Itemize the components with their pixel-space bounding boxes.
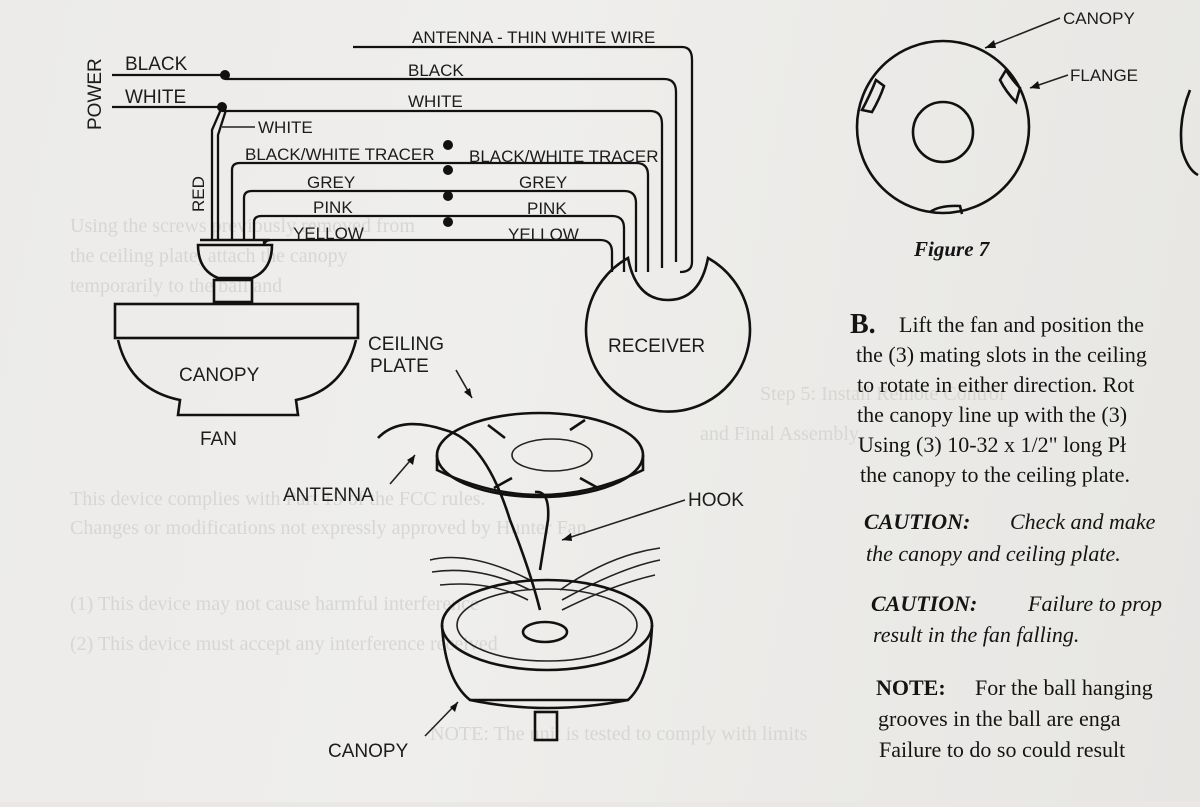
note-label: NOTE: [876,675,946,700]
lower-canopy-label: CANOPY [328,741,409,762]
yellow-wire [262,238,614,272]
svg-text:(2) This device must accept an: (2) This device must accept any interfer… [70,633,498,655]
caution-2-line-2: result in the fan falling. [873,622,1079,647]
pink-splice-dot [443,217,453,227]
flange-slot-right [998,67,1022,105]
second-figure-edge [1179,89,1199,177]
antenna-wire [353,45,694,274]
step-b-line-5: Using (3) 10-32 x 1/2" long Pł [858,432,1126,457]
wiring-diagram: POWER BLACK WHITE ANTENNA - THIN WHITE W… [85,28,752,450]
svg-text:This device complies with Part: This device complies with Part 15 of the… [70,488,486,510]
step-b-line-1: Lift the fan and position the [899,312,1144,337]
fig7-canopy-label: CANOPY [1063,9,1135,28]
svg-text:(1) This device may not cause: (1) This device may not cause harmful in… [70,593,479,615]
white-label: WHITE [408,92,463,111]
note-line-2: grooves in the ball are enga [878,706,1121,731]
hook-arrow [561,499,686,541]
canopy-pointer [984,17,1061,49]
figure-7: CANOPY FLANGE Figure 7 [855,9,1199,261]
grey-right-label: GREY [519,173,567,192]
pink-wire [252,214,626,272]
tracer-splice-dot-2 [443,165,453,175]
step-b-line-4: the canopy line up with the (3) [857,402,1127,427]
note-line-1: For the ball hanging [975,675,1153,700]
exploded-view: CEILING PLATE ANTENNA HOOK [283,334,744,762]
red-wire [216,109,228,240]
instruction-text: B. Lift the fan and position the the (3)… [850,309,1162,762]
caution-2-line-1: Failure to prop [1027,591,1162,616]
step-b-marker: B. [850,309,876,340]
pink-left-label: PINK [313,198,353,217]
hook-label: HOOK [688,490,744,511]
step-b-line-3: to rotate in either direction. Rot [857,372,1134,397]
note-line-3: Failure to do so could result [879,737,1125,762]
svg-text:Step 5: Install Remote Control: Step 5: Install Remote Control [760,383,1005,405]
svg-text:and Final Assembly: and Final Assembly [700,423,859,445]
tracer-splice-dot [443,140,453,150]
yellow-left-label: YELLOW [293,224,364,243]
ceiling-plate-shape [435,411,645,499]
flange-slot-left [860,77,886,114]
red-label: RED [189,176,208,212]
bw-tracer-wire [230,161,650,272]
black-label: BLACK [408,61,464,80]
caution-1-line-1: Check and make [1010,509,1156,534]
antenna-wire-label: ANTENNA - THIN WHITE WIRE [412,28,655,47]
power-label: POWER [85,58,106,130]
pink-right-label: PINK [527,199,567,218]
fan-canopy-label: CANOPY [179,365,260,386]
yellow-right-label: YELLOW [508,225,579,244]
svg-text:Changes or modifications not e: Changes or modifications not expressly a… [70,517,587,539]
black-wire [225,77,678,262]
step-b-line-2: the (3) mating slots in the ceiling [856,342,1147,367]
hook-shape [534,490,550,571]
canopy-circle [855,39,1031,215]
svg-text:Using the screws previously re: Using the screws previously removed from [70,215,415,237]
receiver-label: RECEIVER [608,336,705,357]
caution-1-label: CAUTION: [864,509,970,534]
grey-wire [242,189,638,272]
show-through-text: Using the screws previously removed from… [70,215,1005,745]
ceiling-plate-label-1: CEILING [368,334,444,355]
fan-white-wire [210,106,224,240]
fan-canopy-shape [113,238,360,417]
antenna-label: ANTENNA [283,485,374,506]
caution-2-label: CAUTION: [871,591,977,616]
power-black-label: BLACK [125,54,188,75]
ceiling-plate-label-2: PLATE [370,356,429,377]
caution-1-line-2: the canopy and ceiling plate. [866,541,1121,566]
grey-splice-dot [443,191,453,201]
black-splice-dot [220,70,230,80]
fan-wires [429,547,661,611]
fan-label: FAN [200,429,237,450]
bw-tracer-right-label: BLACK/WHITE TRACER [469,147,659,166]
white-wire [222,109,664,268]
grey-left-label: GREY [307,173,355,192]
lower-canopy-shape [440,578,654,742]
svg-text:the ceiling plate, attach the: the ceiling plate, attach the canopy [70,245,348,267]
bw-tracer-left-label: BLACK/WHITE TRACER [245,145,435,164]
antenna-lead [377,422,542,611]
fig7-flange-label: FLANGE [1070,66,1138,85]
center-hole [911,100,975,164]
figure-7-caption: Figure 7 [913,237,991,261]
receiver-shape [584,255,752,413]
white-short-label: WHITE [258,118,313,137]
flange-slot-bottom [929,204,964,215]
power-white-label: WHITE [125,87,186,108]
step-b-line-6: the canopy to the ceiling plate. [860,462,1130,487]
svg-text:NOTE: The unit is tested to co: NOTE: The unit is tested to comply with … [430,723,808,745]
